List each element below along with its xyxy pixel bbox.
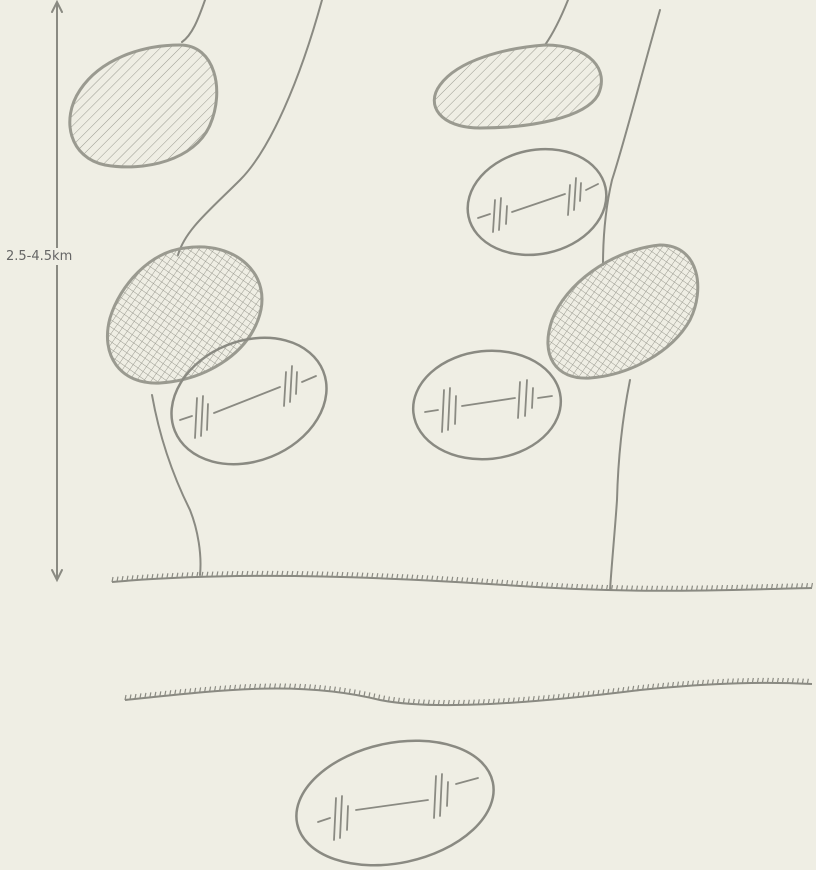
intrusion-oval-bottom <box>285 724 506 870</box>
horizon-upper-teeth <box>112 571 812 591</box>
chamber-crosshatched-left <box>107 247 262 383</box>
right-conduit-line <box>545 0 660 265</box>
left-conduit-lower <box>152 395 201 575</box>
right-conduit-lower <box>610 380 630 590</box>
intrusion-oval-middle-right <box>408 344 566 467</box>
chamber-crosshatched-right <box>548 245 698 378</box>
depth-arrow <box>52 2 62 580</box>
intrusion-oval-upper-right <box>458 137 617 268</box>
horizon-lower-teeth <box>125 678 808 705</box>
chamber-hatched-upper-left <box>70 45 217 167</box>
chamber-hatched-upper-right <box>434 45 601 128</box>
horizon-tick <box>811 583 812 588</box>
depth-scale-label: 2.5-4.5km <box>6 248 72 265</box>
